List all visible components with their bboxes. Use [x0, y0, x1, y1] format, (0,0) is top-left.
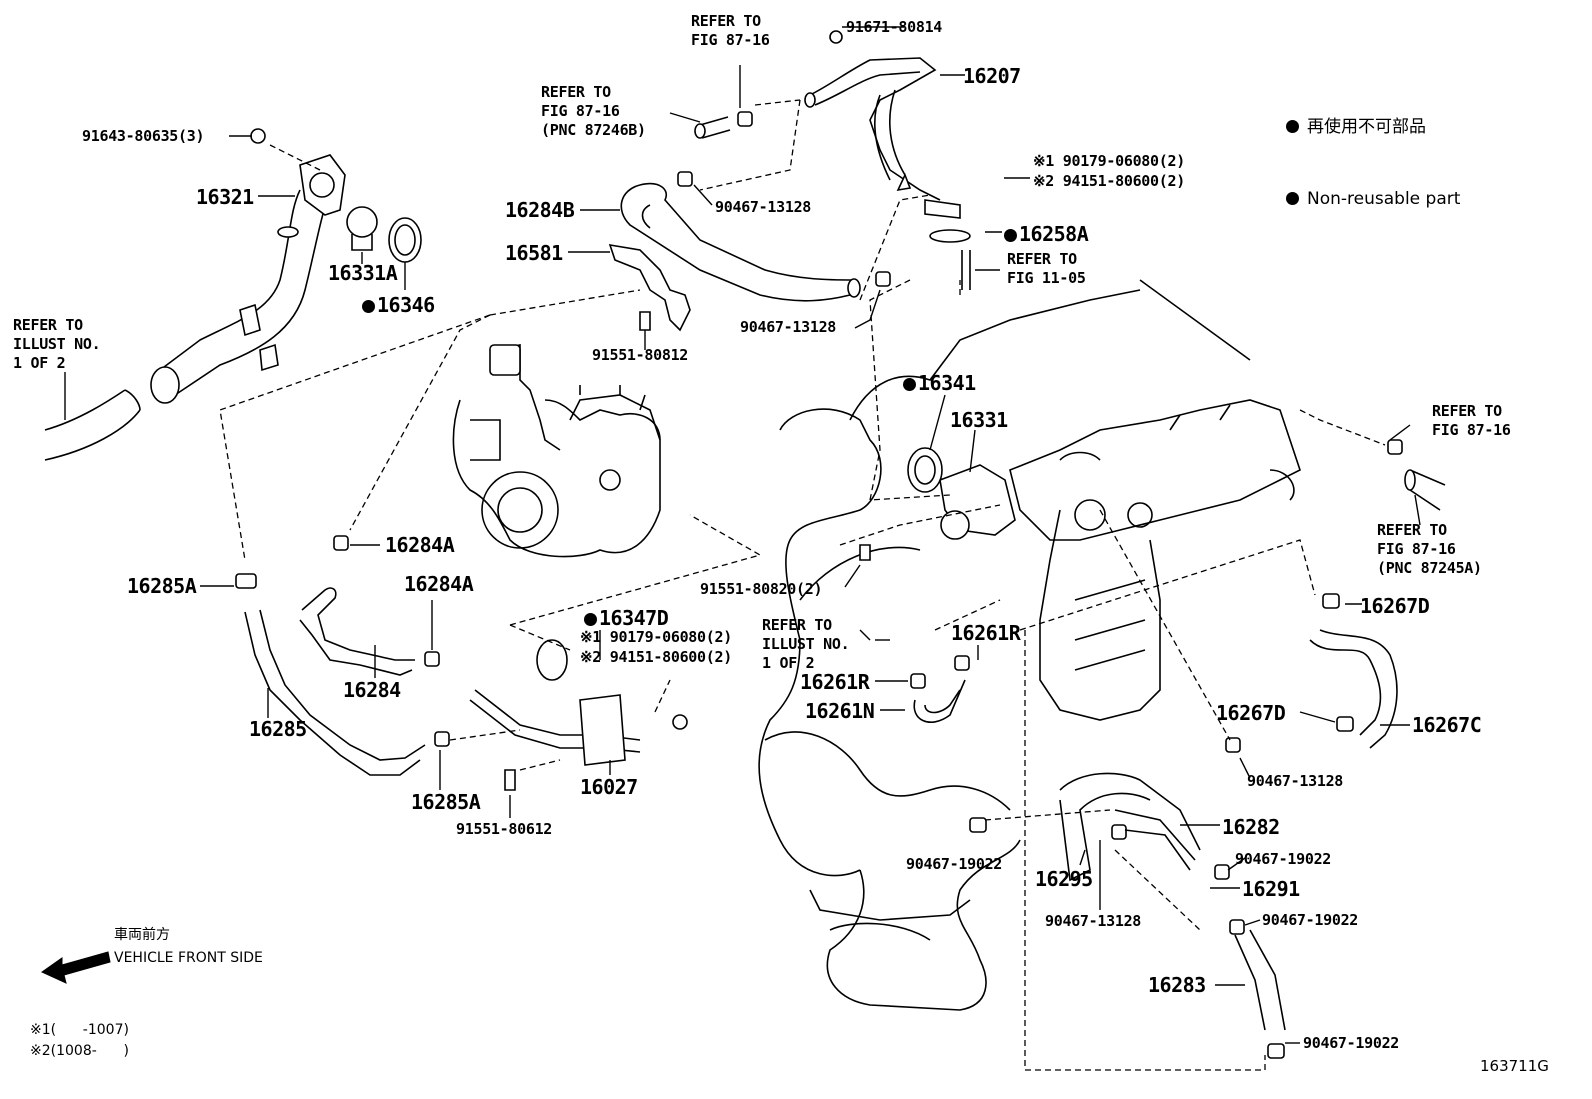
- part-90179-06080-top: ※1 90179-06080(2): [1033, 152, 1185, 170]
- footnote-1: ※1( -1007): [30, 1022, 129, 1038]
- part-16346: 16346: [362, 294, 435, 316]
- part-16331a: 16331A: [328, 261, 398, 285]
- part-16341: 16341: [903, 372, 976, 394]
- refer-fig-87-16-pnc-87245a: REFER TO FIG 87-16 (PNC 87245A): [1377, 521, 1482, 577]
- part-16331: 16331: [950, 408, 1008, 432]
- part-90467-13128-b: 90467-13128: [740, 318, 837, 336]
- non-reusable-dot-icon: [362, 300, 375, 313]
- vehicle-front-jp: 車両前方: [114, 927, 170, 943]
- refer-illust-1-of-2-center: REFER TO ILLUST NO. 1 OF 2: [762, 616, 850, 672]
- footnote-2: ※2(1008- ): [30, 1043, 129, 1059]
- refer-fig-87-16-top: REFER TO FIG 87-16: [691, 12, 770, 49]
- part-16261r-upper: 16261R: [951, 621, 1021, 645]
- refer-fig-11-05: REFER TO FIG 11-05: [1007, 250, 1086, 287]
- legend-jp: 再使用不可部品: [1286, 115, 1460, 139]
- non-reusable-dot-icon: [903, 378, 916, 391]
- part-90467-19022-d: 90467-19022: [906, 855, 1003, 873]
- legend-en: Non-reusable part: [1286, 187, 1460, 211]
- part-16321: 16321: [196, 185, 254, 209]
- part-16347d: 16347D: [584, 607, 669, 629]
- refer-fig-87-16-pnc-87246b: REFER TO FIG 87-16 (PNC 87246B): [541, 83, 646, 139]
- part-91551-80812: 91551-80812: [592, 346, 689, 364]
- non-reusable-dot-icon: [1286, 192, 1299, 205]
- part-16261n: 16261N: [805, 699, 875, 723]
- part-90179-06080-mid: ※1 90179-06080(2): [580, 628, 732, 646]
- part-16285a-upper: 16285A: [127, 574, 197, 598]
- refer-fig-87-16-right: REFER TO FIG 87-16: [1432, 402, 1511, 439]
- non-reusable-dot-icon: [1004, 229, 1017, 242]
- part-16267c: 16267C: [1412, 713, 1482, 737]
- part-90467-19022-g: 90467-19022: [1262, 911, 1359, 929]
- hose-clamps: [235, 111, 1403, 1059]
- legend: 再使用不可部品 Non-reusable part: [1286, 67, 1460, 235]
- part-16283: 16283: [1148, 973, 1206, 997]
- vehicle-front-en: VEHICLE FRONT SIDE: [114, 950, 263, 966]
- part-90467-13128-f: 90467-13128: [1045, 912, 1142, 930]
- part-94151-80600-top: ※2 94151-80600(2): [1033, 172, 1185, 190]
- part-91551-80612: 91551-80612: [456, 820, 553, 838]
- part-16295: 16295: [1035, 867, 1093, 891]
- part-16285: 16285: [249, 717, 307, 741]
- part-16581: 16581: [505, 241, 563, 265]
- part-16207: 16207: [963, 64, 1021, 88]
- part-16284b: 16284B: [505, 198, 575, 222]
- part-16267d-lower: 16267D: [1216, 701, 1286, 725]
- part-16027: 16027: [580, 775, 638, 799]
- part-91551-80820: 91551-80820(2): [700, 580, 823, 598]
- non-reusable-dot-icon: [1286, 120, 1299, 133]
- part-16285a-lower: 16285A: [411, 790, 481, 814]
- part-90467-13128-c: 90467-13128: [1247, 772, 1344, 790]
- part-16267d-upper: 16267D: [1360, 594, 1430, 618]
- part-16282: 16282: [1222, 815, 1280, 839]
- part-90467-19022-e: 90467-19022: [1235, 850, 1332, 868]
- part-16291: 16291: [1242, 877, 1300, 901]
- leader-lines: [64, 65, 1421, 1044]
- thermostat-drawing: [346, 206, 422, 263]
- part-90467-13128-a: 90467-13128: [715, 198, 812, 216]
- part-16284: 16284: [343, 678, 401, 702]
- part-90467-19022-h: 90467-19022: [1303, 1034, 1400, 1052]
- front-arrow-icon: [40, 951, 111, 984]
- turbocharger-drawing: [452, 344, 661, 558]
- refer-illust-1-of-2-left: REFER TO ILLUST NO. 1 OF 2: [13, 316, 101, 372]
- non-reusable-dot-icon: [584, 613, 597, 626]
- part-16261r-lower: 16261R: [800, 670, 870, 694]
- part-16284a-upper: 16284A: [385, 533, 455, 557]
- part-16284a-lower: 16284A: [404, 572, 474, 596]
- part-91671-80814: 91671-80814: [846, 18, 943, 36]
- water-outlet-pipe: [150, 154, 346, 404]
- part-94151-80600-mid: ※2 94151-80600(2): [580, 648, 732, 666]
- engine-block-drawing: [758, 279, 1301, 1011]
- figure-id: 163711G: [1480, 1057, 1549, 1075]
- part-91643-80635: 91643-80635(3): [82, 127, 205, 145]
- dashed-connection-lines: [219, 99, 1386, 1071]
- part-16258a: 16258A: [1004, 223, 1089, 245]
